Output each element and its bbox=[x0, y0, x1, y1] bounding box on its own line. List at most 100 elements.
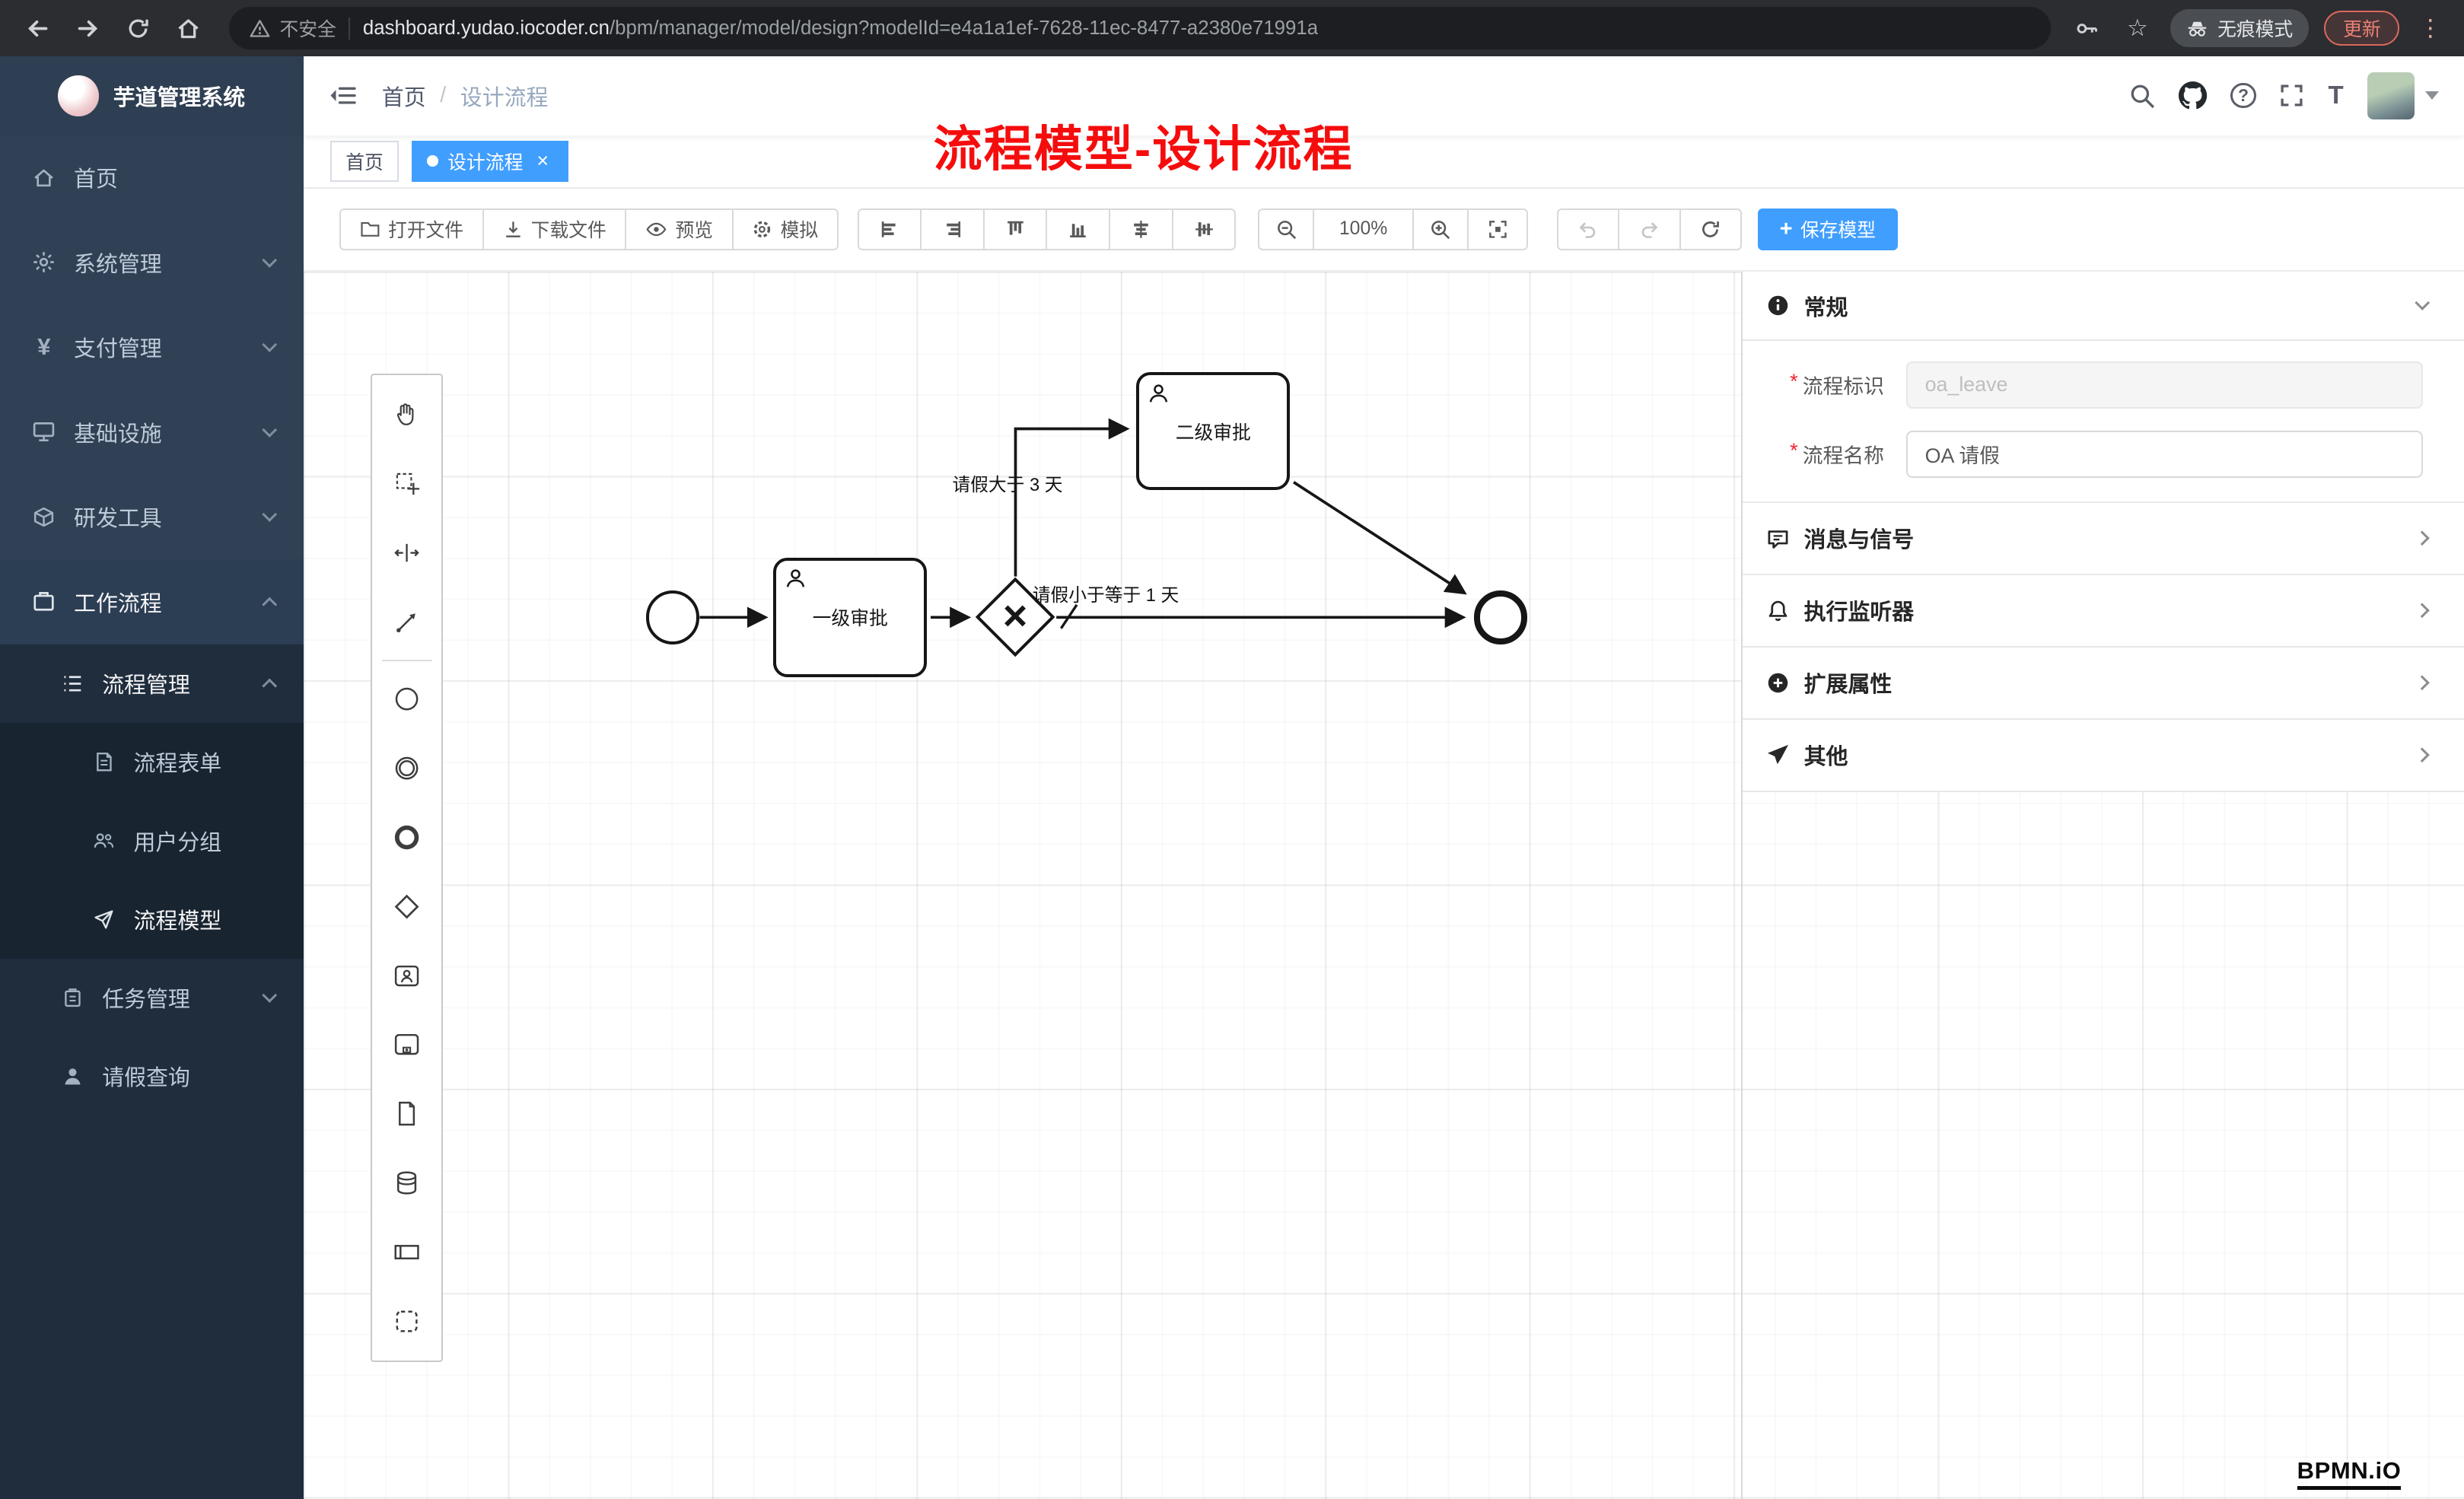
align-right-button[interactable] bbox=[920, 208, 985, 251]
sidebar-item-process-model[interactable]: 流程模型 bbox=[0, 880, 304, 958]
tab-home[interactable]: 首页 bbox=[330, 141, 400, 182]
key-icon[interactable] bbox=[2070, 6, 2104, 50]
redo-button[interactable] bbox=[1618, 208, 1681, 251]
global-connect-tool[interactable] bbox=[372, 587, 441, 657]
github-icon[interactable] bbox=[2179, 81, 2207, 110]
update-button[interactable]: 更新 bbox=[2324, 11, 2399, 45]
zoom-level[interactable]: 100% bbox=[1313, 208, 1413, 251]
preview-button[interactable]: 预览 bbox=[625, 208, 733, 251]
chevron-up-icon bbox=[262, 678, 277, 693]
undo-button[interactable] bbox=[1557, 208, 1620, 251]
sidebar-item-payment[interactable]: ¥ 支付管理 bbox=[0, 305, 304, 390]
data-store-tool[interactable] bbox=[372, 1148, 441, 1217]
open-file-button[interactable]: 打开文件 bbox=[339, 208, 484, 251]
app-navbar: 首页 / 设计流程 ? T bbox=[304, 56, 2464, 135]
tab-design-process[interactable]: 设计流程 × bbox=[412, 141, 568, 182]
app-logo: 芋道管理系统 bbox=[0, 56, 304, 135]
align-left-button[interactable] bbox=[858, 208, 922, 251]
participant-tool[interactable] bbox=[372, 1217, 441, 1287]
zoom-in-button[interactable] bbox=[1412, 208, 1469, 251]
section-messages-signals[interactable]: 消息与信号 bbox=[1743, 503, 2464, 575]
chevron-up-icon bbox=[262, 597, 277, 612]
paper-plane-icon bbox=[91, 906, 116, 931]
bpmn-canvas[interactable]: 一级审批 × 二级审批 请假大于 3 天 请假小于等于 1 天 常规 bbox=[304, 270, 2464, 1499]
download-file-button[interactable]: 下载文件 bbox=[482, 208, 627, 251]
url-host: dashboard.yudao.iocoder.cn bbox=[363, 18, 610, 39]
browser-chrome: 不安全 dashboard.yudao.iocoder.cn/bpm/manag… bbox=[0, 0, 2464, 56]
subprocess-tool[interactable] bbox=[372, 1010, 441, 1080]
bpmnio-watermark[interactable]: BPMN.iO bbox=[2297, 1457, 2402, 1490]
font-size-icon[interactable]: T bbox=[2328, 83, 2343, 108]
align-top-button[interactable] bbox=[983, 208, 1048, 251]
refresh-button[interactable] bbox=[1679, 208, 1743, 251]
avatar[interactable] bbox=[2367, 72, 2415, 119]
sidebar-item-label: 流程表单 bbox=[134, 746, 222, 778]
zoom-out-button[interactable] bbox=[1258, 208, 1314, 251]
app-title: 芋道管理系统 bbox=[113, 80, 245, 112]
chrome-menu-button[interactable]: ⋮ bbox=[2415, 17, 2445, 40]
gateway-tool[interactable] bbox=[372, 872, 441, 941]
chevron-right-icon bbox=[2415, 603, 2430, 618]
sidebar-item-devtools[interactable]: 研发工具 bbox=[0, 475, 304, 560]
end-event-tool[interactable] bbox=[372, 803, 441, 872]
list-icon bbox=[59, 671, 84, 696]
zoom-reset-button[interactable] bbox=[1467, 208, 1529, 251]
tab-label: 设计流程 bbox=[447, 148, 523, 175]
help-icon[interactable]: ? bbox=[2230, 83, 2255, 108]
back-button[interactable] bbox=[16, 6, 60, 50]
lasso-tool[interactable] bbox=[372, 449, 441, 518]
sidebar-item-task-mgmt[interactable]: 任务管理 bbox=[0, 959, 304, 1037]
intermediate-event-tool[interactable] bbox=[372, 734, 441, 803]
align-bottom-button[interactable] bbox=[1046, 208, 1110, 251]
button-label: 预览 bbox=[675, 215, 713, 243]
process-name-input[interactable] bbox=[1906, 431, 2424, 478]
sidebar-item-leave-query[interactable]: 请假查询 bbox=[0, 1037, 304, 1115]
section-extended-attributes[interactable]: 扩展属性 bbox=[1743, 648, 2464, 720]
sidebar-item-user-group[interactable]: 用户分组 bbox=[0, 801, 304, 880]
align-hcenter-button[interactable] bbox=[1109, 208, 1173, 251]
search-icon[interactable] bbox=[2128, 82, 2155, 109]
incognito-badge: 无痕模式 bbox=[2170, 9, 2309, 47]
sidebar-item-process-form[interactable]: 流程表单 bbox=[0, 723, 304, 801]
simulate-button[interactable]: 模拟 bbox=[732, 208, 839, 251]
sequence-flow-gateway-to-task2[interactable] bbox=[1015, 429, 1125, 577]
chevron-down-icon bbox=[262, 253, 277, 268]
home-button[interactable] bbox=[167, 6, 211, 50]
user-task-tool[interactable] bbox=[372, 941, 441, 1010]
reload-button[interactable] bbox=[116, 6, 161, 50]
data-object-tool[interactable] bbox=[372, 1079, 441, 1148]
section-other[interactable]: 其他 bbox=[1743, 720, 2464, 792]
security-chip[interactable]: 不安全 bbox=[250, 14, 336, 42]
section-general[interactable]: 常规 bbox=[1743, 272, 2464, 341]
sidebar-item-process-mgmt[interactable]: 流程管理 bbox=[0, 644, 304, 723]
close-icon[interactable]: × bbox=[533, 151, 553, 171]
sidebar-collapse-button[interactable] bbox=[329, 81, 357, 110]
section-execution-listeners[interactable]: 执行监听器 bbox=[1743, 575, 2464, 648]
sidebar-item-label: 研发工具 bbox=[74, 501, 162, 533]
sidebar-item-home[interactable]: 首页 bbox=[0, 135, 304, 221]
forward-button[interactable] bbox=[66, 6, 110, 50]
button-label: 模拟 bbox=[781, 215, 819, 243]
monitor-icon bbox=[31, 419, 56, 444]
user-menu[interactable] bbox=[2367, 72, 2439, 119]
sidebar-item-workflow[interactable]: 工作流程 bbox=[0, 559, 304, 644]
url-bar[interactable]: 不安全 dashboard.yudao.iocoder.cn/bpm/manag… bbox=[229, 7, 2051, 49]
chrome-actions: ☆ 无痕模式 更新 ⋮ bbox=[2070, 6, 2448, 50]
users-icon bbox=[91, 828, 116, 853]
group-tool[interactable] bbox=[372, 1287, 441, 1356]
space-tool[interactable] bbox=[372, 518, 441, 587]
sidebar-item-system[interactable]: 系统管理 bbox=[0, 220, 304, 305]
chevron-right-icon bbox=[2415, 675, 2430, 690]
field-process-key: *流程标识 bbox=[1790, 361, 2423, 409]
breadcrumb-home[interactable]: 首页 bbox=[382, 80, 426, 112]
sidebar-item-label: 请假查询 bbox=[102, 1060, 190, 1092]
gear-icon bbox=[31, 250, 56, 275]
hand-tool[interactable] bbox=[372, 380, 441, 450]
fullscreen-icon[interactable] bbox=[2279, 83, 2304, 108]
sequence-flow-task2-to-end[interactable] bbox=[1294, 482, 1463, 593]
align-vcenter-button[interactable] bbox=[1172, 208, 1237, 251]
sidebar-item-infra[interactable]: 基础设施 bbox=[0, 390, 304, 475]
start-event-tool[interactable] bbox=[372, 664, 441, 734]
save-model-button[interactable]: + 保存模型 bbox=[1758, 208, 1898, 251]
bookmark-star-icon[interactable]: ☆ bbox=[2120, 6, 2154, 50]
